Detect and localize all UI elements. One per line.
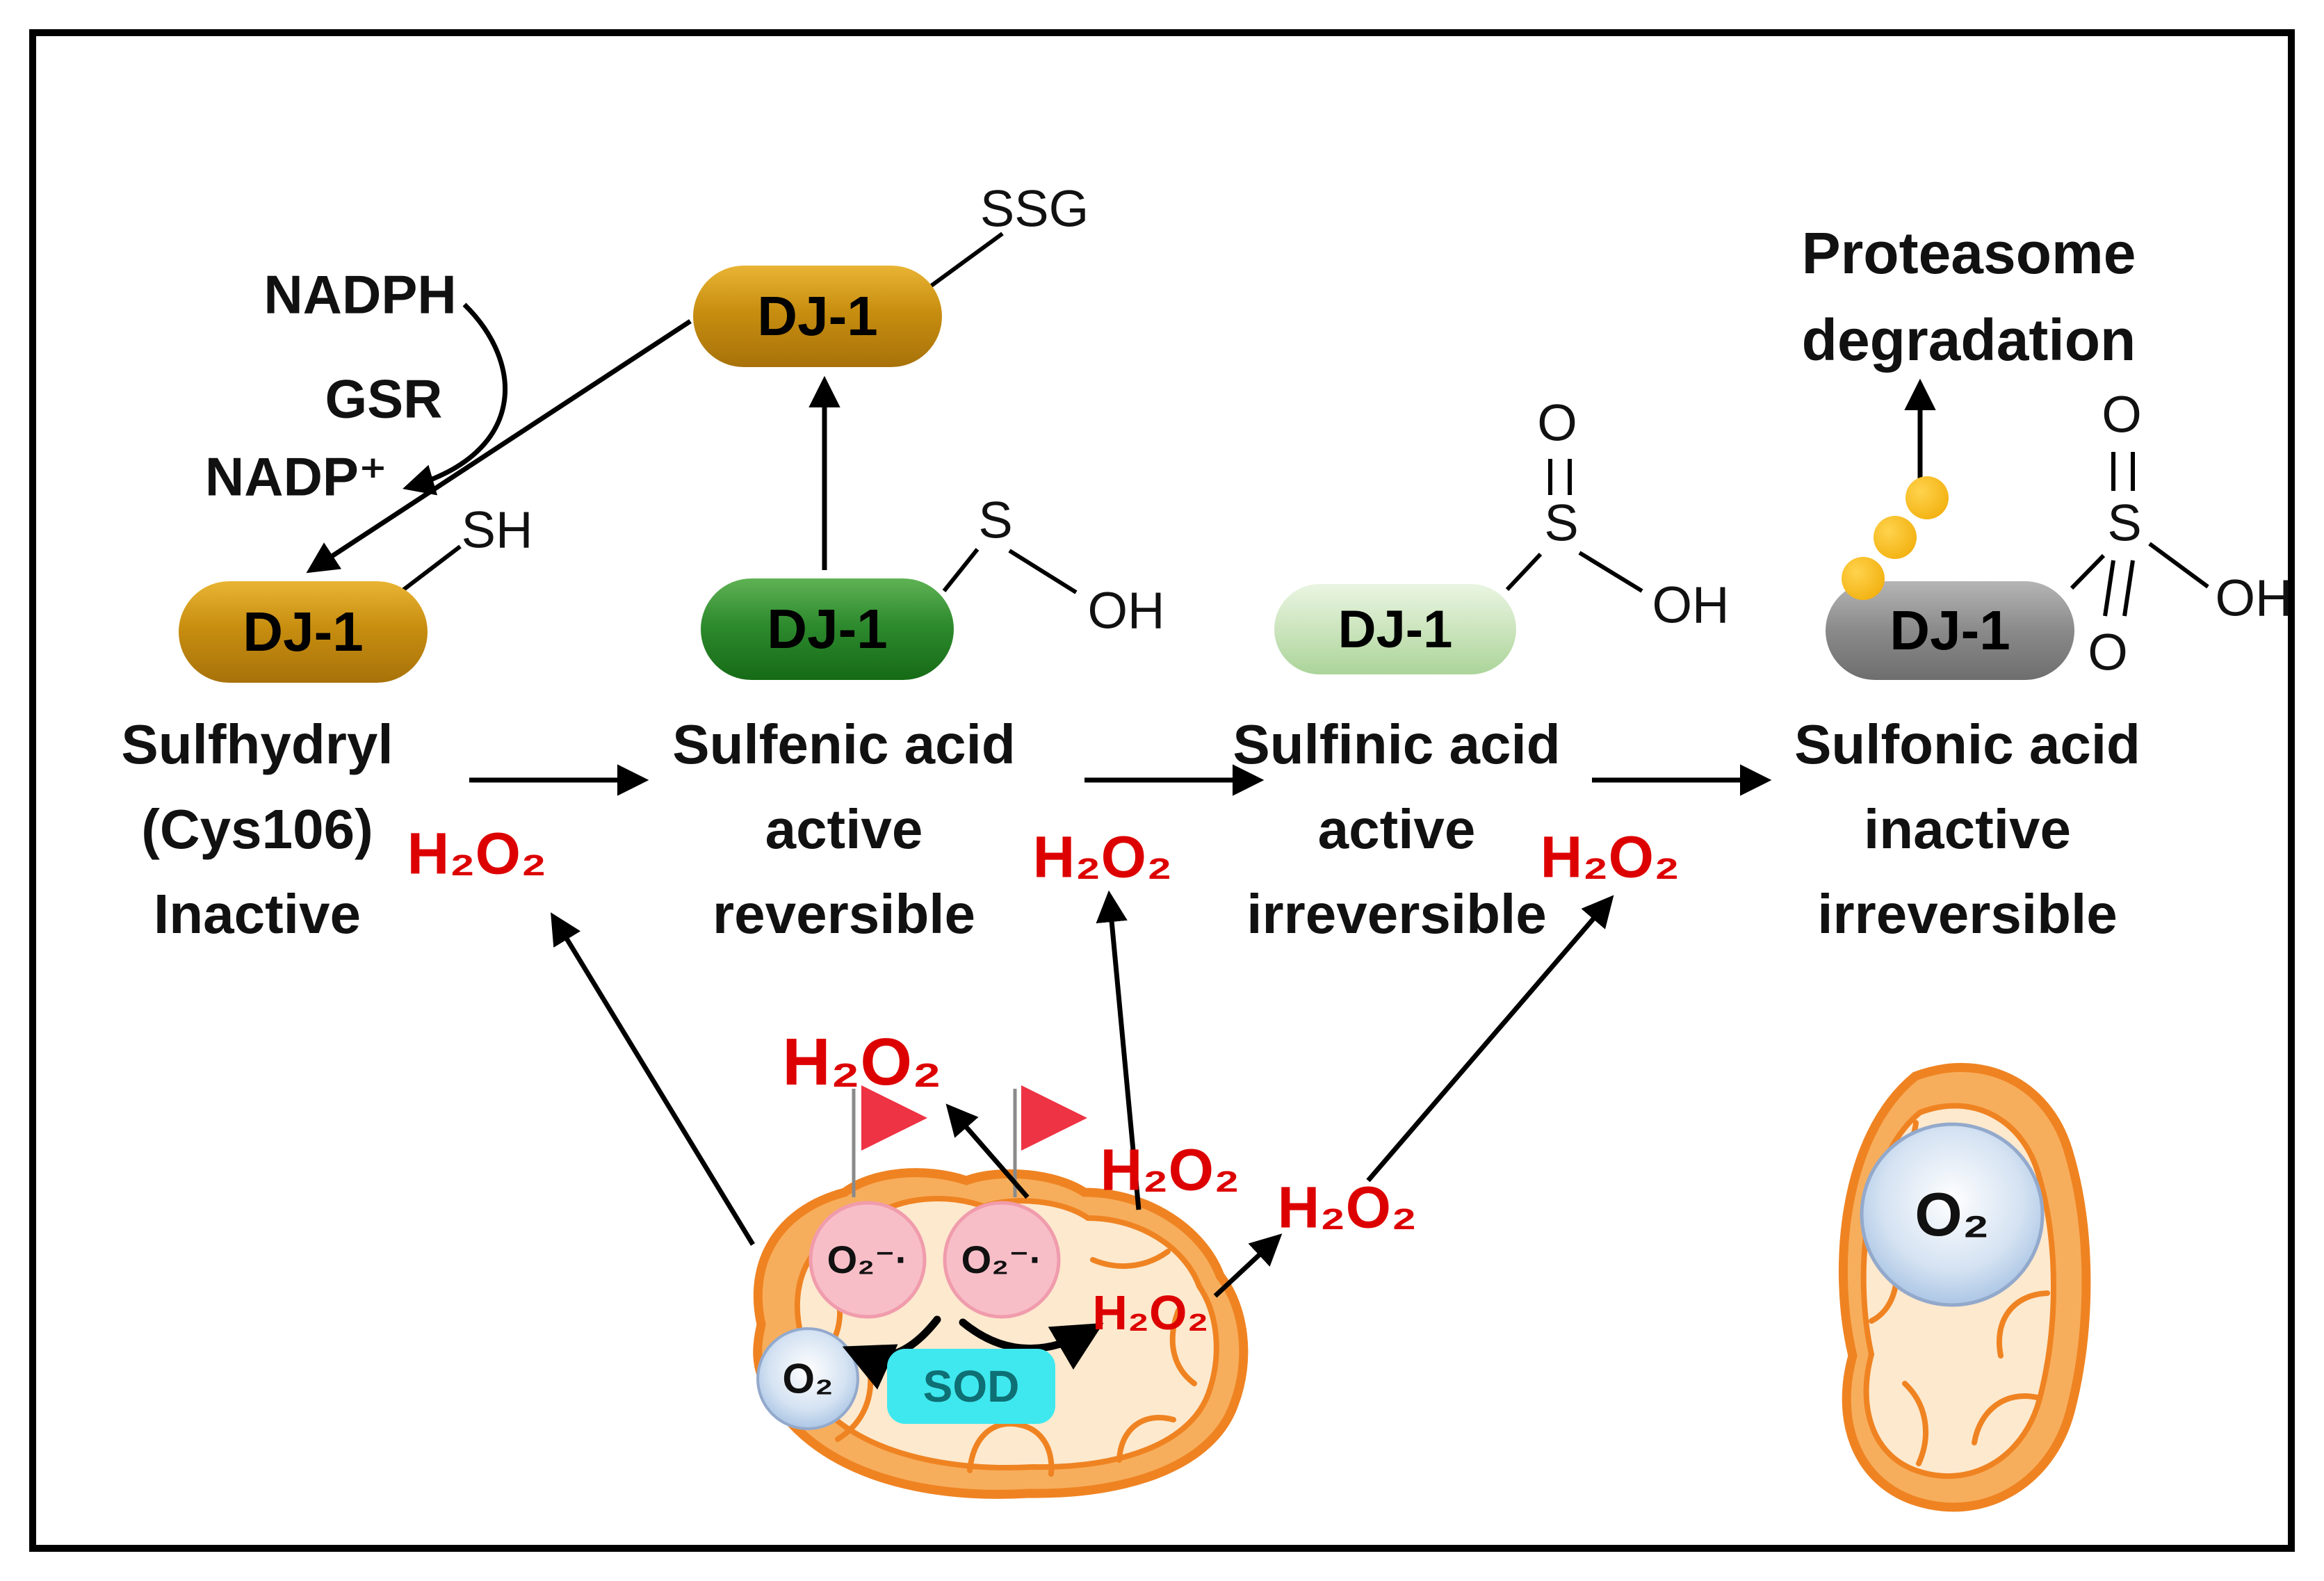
- bond-dj1-ssg: [923, 232, 1004, 293]
- state-caption-sulfenic: Sulfenic acid active reversible: [672, 702, 1015, 957]
- nadph-label: NADPH: [263, 264, 457, 325]
- reaction-arrows: [306, 302, 1936, 1298]
- bond-sulfenic-pill-s: [942, 548, 980, 592]
- mitochondrion-right: [1839, 1062, 2091, 1512]
- bond-dj1-sh: [400, 544, 462, 593]
- arrow-sod-to-h2o2: [959, 1318, 1104, 1370]
- dj1-pill-glutathionylated: DJ-1: [693, 266, 942, 367]
- dj1-pill-sulfinic: DJ-1: [1274, 584, 1516, 674]
- nadp-label: NADP⁺: [204, 446, 388, 508]
- ssg-label: SSG: [980, 179, 1089, 238]
- superoxide-label: O₂⁻·: [961, 1238, 1043, 1281]
- state-detail: active: [765, 798, 923, 860]
- state-detail: irreversible: [1817, 883, 2118, 945]
- sulfinic-o-label: O: [1537, 394, 1577, 452]
- red-triangle-icon: [861, 1085, 927, 1151]
- h2o2-label: H₂O₂: [1032, 824, 1173, 890]
- h2o2-label: H₂O₂: [1277, 1174, 1417, 1240]
- sulfinic-s-label: S: [1544, 494, 1579, 552]
- state-caption-sulfinic: Sulfinic acid active irreversible: [1233, 702, 1560, 957]
- red-triangle-icon: [1021, 1085, 1087, 1151]
- sh-label: SH: [461, 501, 533, 559]
- bond-sulfonic-s-obot-1: [2103, 560, 2115, 617]
- oxygen-label-left: O₂: [782, 1355, 834, 1402]
- ubiquitin-dot-icon: [1905, 476, 1949, 519]
- h2o2-label-mito: H₂O₂: [1092, 1286, 1209, 1340]
- dj1-pill-sulfhydryl: DJ-1: [179, 581, 428, 683]
- ubiquitin-dot-icon: [1874, 516, 1917, 559]
- sulfonic-oh-label: OH: [2215, 569, 2293, 627]
- bond-sulfonic-pill-s: [2070, 553, 2106, 590]
- sulfinic-oh-label: OH: [1652, 576, 1730, 634]
- etc-complex-stems: [852, 1089, 1017, 1197]
- bond-sulfonic-s-oh: [2148, 542, 2209, 589]
- sulfonic-o-top-label: O: [2102, 385, 2142, 444]
- h2o2-label: H₂O₂: [1540, 824, 1680, 890]
- state-detail: reversible: [712, 883, 976, 945]
- oxygen-circle-right: [1860, 1122, 2045, 1307]
- arrow-nadph-to-nadp: [403, 302, 508, 496]
- superoxide-circle: [943, 1201, 1061, 1319]
- arrow-mito-to-h2o2-big: [945, 1103, 1030, 1199]
- bond-lines: [400, 232, 2209, 617]
- state-detail: Inactive: [154, 883, 361, 945]
- state-detail: inactive: [1864, 798, 2071, 860]
- state-name: Sulfhydryl: [121, 713, 393, 775]
- h2o2-label: H₂O₂: [1100, 1137, 1240, 1203]
- gsr-label: GSR: [325, 368, 443, 430]
- bond-sulfinic-pill-s: [1505, 552, 1543, 592]
- sod-badge: SOD: [887, 1349, 1055, 1424]
- state-name: Sulfinic acid: [1233, 713, 1561, 775]
- h2o2-label-large: H₂O₂: [782, 1025, 942, 1099]
- state-caption-sulfhydryl: Sulfhydryl (Cys106) Inactive: [121, 702, 393, 957]
- sulfonic-o-bottom-label: O: [2088, 623, 2128, 681]
- state-name: Sulfenic acid: [672, 713, 1016, 775]
- bond-sulfinic-s-oh: [1578, 551, 1643, 593]
- bond-sulfenic-s-oh: [1008, 549, 1078, 594]
- superoxide-label: O₂⁻·: [827, 1238, 909, 1281]
- figure-border: [29, 29, 2295, 1552]
- arrow-mito-to-h2o2-right: [1366, 895, 1614, 1183]
- sulfonic-s-label: S: [2107, 494, 2142, 552]
- oxygen-label-right: O₂: [1915, 1180, 1990, 1249]
- state-detail: active: [1317, 798, 1476, 860]
- arrow-mito-to-h2o2-left: [551, 912, 755, 1246]
- proteasome-caption: Proteasome degradation: [1802, 210, 2136, 384]
- superoxide-circle: [808, 1201, 927, 1319]
- sulfenic-s-label: S: [978, 491, 1013, 549]
- state-caption-sulfonic: Sulfonic acid inactive irreversible: [1794, 702, 2140, 957]
- bond-sulfonic-s-obot-2: [2122, 560, 2135, 617]
- state-name: Sulfonic acid: [1794, 713, 2140, 775]
- proteasome-line1: Proteasome: [1801, 220, 2136, 286]
- proteasome-line2: degradation: [1801, 307, 2136, 373]
- ubiquitin-dot-icon: [1842, 557, 1885, 600]
- h2o2-label: H₂O₂: [407, 820, 547, 886]
- state-detail: irreversible: [1246, 883, 1547, 945]
- arrow-glutathionylated-to-sulfhydryl: [306, 319, 692, 574]
- arrow-mito-to-h2o2-middle: [1096, 890, 1141, 1210]
- state-detail: (Cys106): [141, 798, 373, 860]
- dj1-pill-sulfenic: DJ-1: [701, 578, 954, 680]
- arrow-mito-to-h2o2-side: [1213, 1233, 1283, 1298]
- sulfenic-oh-label: OH: [1087, 581, 1165, 640]
